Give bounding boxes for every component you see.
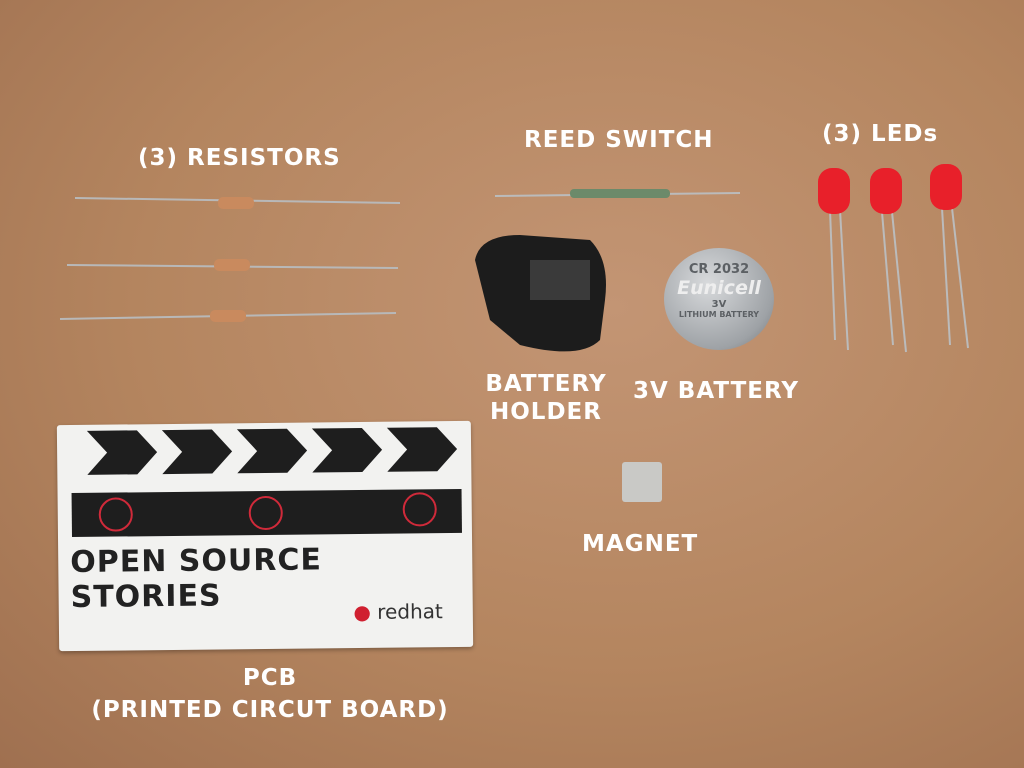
battery-holder bbox=[475, 235, 606, 352]
label-battery-holder: BATTERY HOLDER bbox=[478, 370, 614, 426]
clapperboard-stripes bbox=[71, 427, 462, 538]
label-reed-switch: REED SWITCH bbox=[524, 127, 714, 153]
battery-brand: Eunicell bbox=[677, 277, 761, 299]
redhat-logo: ● redhat bbox=[353, 599, 443, 625]
leds bbox=[818, 164, 969, 353]
reed-switch bbox=[494, 189, 741, 198]
battery-type: LITHIUM BATTERY bbox=[678, 310, 760, 319]
battery-voltage: 3V bbox=[711, 299, 727, 310]
battery-model: CR 2032 bbox=[688, 262, 750, 277]
coin-battery: CR 2032 Eunicell 3V LITHIUM BATTERY bbox=[664, 248, 774, 350]
pcb-board: OPEN SOURCE STORIES ● redhat bbox=[56, 420, 474, 652]
label-pcb-line1: PCB bbox=[242, 665, 298, 691]
label-battery-holder-line2: HOLDER bbox=[490, 399, 602, 425]
label-battery-holder-line1: BATTERY bbox=[485, 371, 607, 397]
label-leds: (3) LEDs bbox=[822, 121, 939, 147]
label-pcb: PCB (PRINTED CIRCUT BOARD) bbox=[80, 664, 460, 724]
label-magnet: MAGNET bbox=[582, 531, 699, 557]
label-resistors: (3) RESISTORS bbox=[138, 145, 341, 171]
resistors bbox=[59, 197, 401, 322]
redhat-text: redhat bbox=[377, 599, 443, 624]
magnet bbox=[622, 462, 662, 502]
label-pcb-line2: (PRINTED CIRCUT BOARD) bbox=[91, 697, 449, 723]
label-battery: 3V BATTERY bbox=[633, 378, 800, 404]
